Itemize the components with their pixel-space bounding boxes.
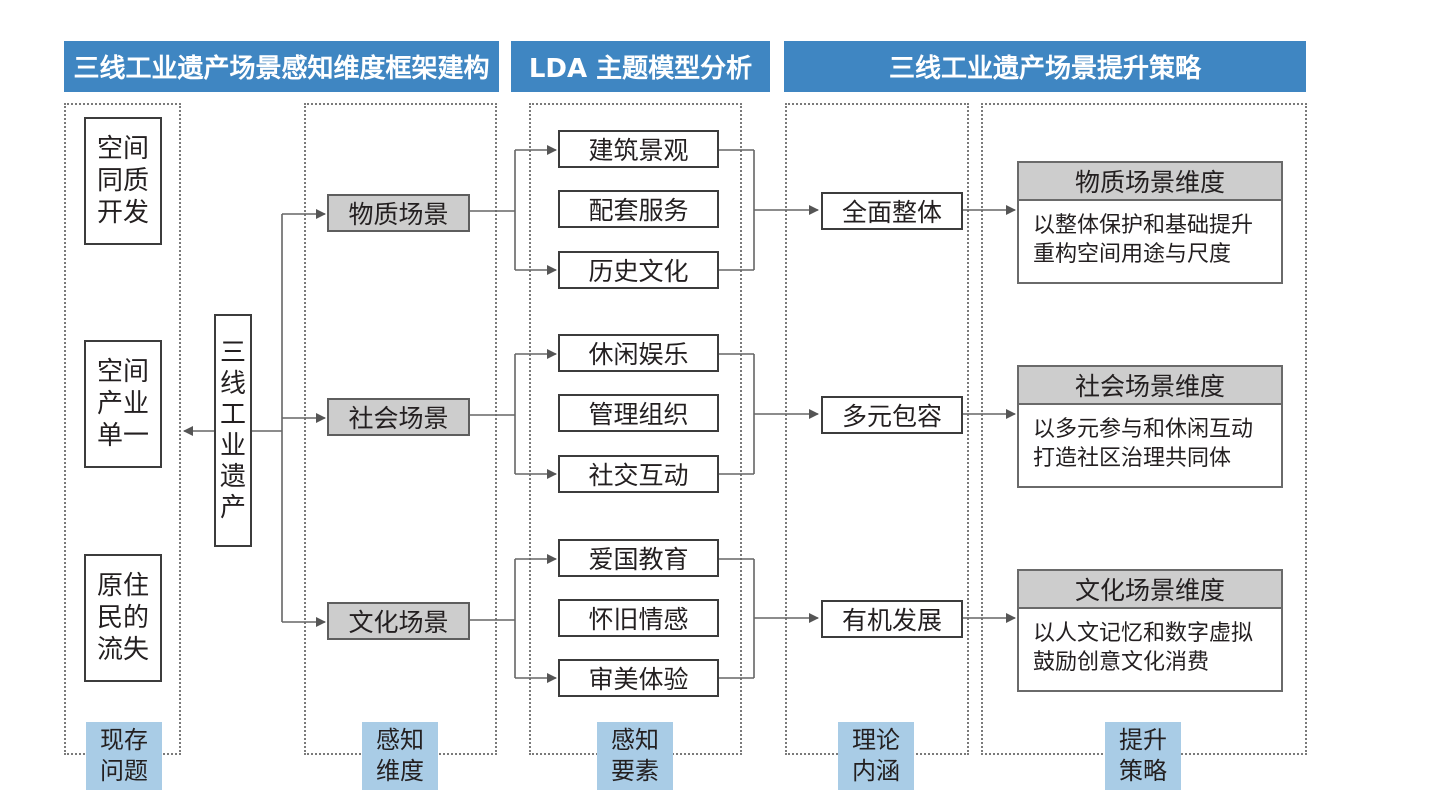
strategy-body: 以人文记忆和数字虚拟 鼓励创意文化消费 — [1019, 609, 1281, 677]
dimension-material: 物质场景 — [327, 194, 470, 232]
strategy-social: 社会场景维度 以多元参与和休闲互动 打造社区治理共同体 — [1017, 365, 1283, 488]
element-1-2: 配套服务 — [558, 190, 719, 228]
element-3-1: 爱国教育 — [558, 539, 719, 577]
center-node: 三线工业遗产 — [214, 314, 252, 547]
element-3-2: 怀旧情感 — [558, 599, 719, 637]
connotation-2: 多元包容 — [821, 396, 963, 434]
element-1-3: 历史文化 — [558, 251, 719, 289]
header-framework: 三线工业遗产场景感知维度框架建构 — [64, 41, 499, 92]
header-lda: LDA 主题模型分析 — [511, 41, 770, 92]
strategy-line: 重构空间用途与尺度 — [1033, 242, 1232, 267]
strategy-body: 以整体保护和基础提升 重构空间用途与尺度 — [1019, 201, 1281, 269]
element-2-3: 社交互动 — [558, 455, 719, 493]
connotation-1: 全面整体 — [821, 192, 963, 230]
problem-box-2: 空间产业单一 — [84, 340, 162, 468]
problem-box-1: 空间同质开发 — [84, 117, 162, 245]
dimension-social: 社会场景 — [327, 398, 470, 436]
element-2-2: 管理组织 — [558, 394, 719, 432]
strategy-title: 物质场景维度 — [1019, 163, 1281, 201]
strategy-title: 社会场景维度 — [1019, 367, 1281, 405]
label-elements: 感知要素 — [597, 722, 673, 790]
strategy-culture: 文化场景维度 以人文记忆和数字虚拟 鼓励创意文化消费 — [1017, 569, 1283, 692]
strategy-line: 以多元参与和休闲互动 — [1033, 417, 1254, 442]
label-dimensions: 感知维度 — [362, 722, 438, 790]
header-strategy: 三线工业遗产场景提升策略 — [784, 41, 1306, 92]
label-strategies: 提升策略 — [1105, 722, 1181, 790]
strategy-body: 以多元参与和休闲互动 打造社区治理共同体 — [1019, 405, 1281, 473]
element-1-1: 建筑景观 — [558, 130, 719, 168]
strategy-title: 文化场景维度 — [1019, 571, 1281, 609]
element-2-1: 休闲娱乐 — [558, 334, 719, 372]
problem-box-3: 原住民的流失 — [84, 554, 162, 682]
strategy-line: 以人文记忆和数字虚拟 — [1033, 621, 1254, 646]
strategy-line: 打造社区治理共同体 — [1033, 446, 1232, 471]
connotation-3: 有机发展 — [821, 600, 963, 638]
strategy-line: 以整体保护和基础提升 — [1033, 213, 1254, 238]
label-connotation: 理论内涵 — [838, 722, 914, 790]
strategy-material: 物质场景维度 以整体保护和基础提升 重构空间用途与尺度 — [1017, 161, 1283, 284]
label-problems: 现存问题 — [86, 722, 162, 790]
strategy-line: 鼓励创意文化消费 — [1033, 650, 1210, 675]
dimension-culture: 文化场景 — [327, 602, 470, 640]
element-3-3: 审美体验 — [558, 659, 719, 697]
